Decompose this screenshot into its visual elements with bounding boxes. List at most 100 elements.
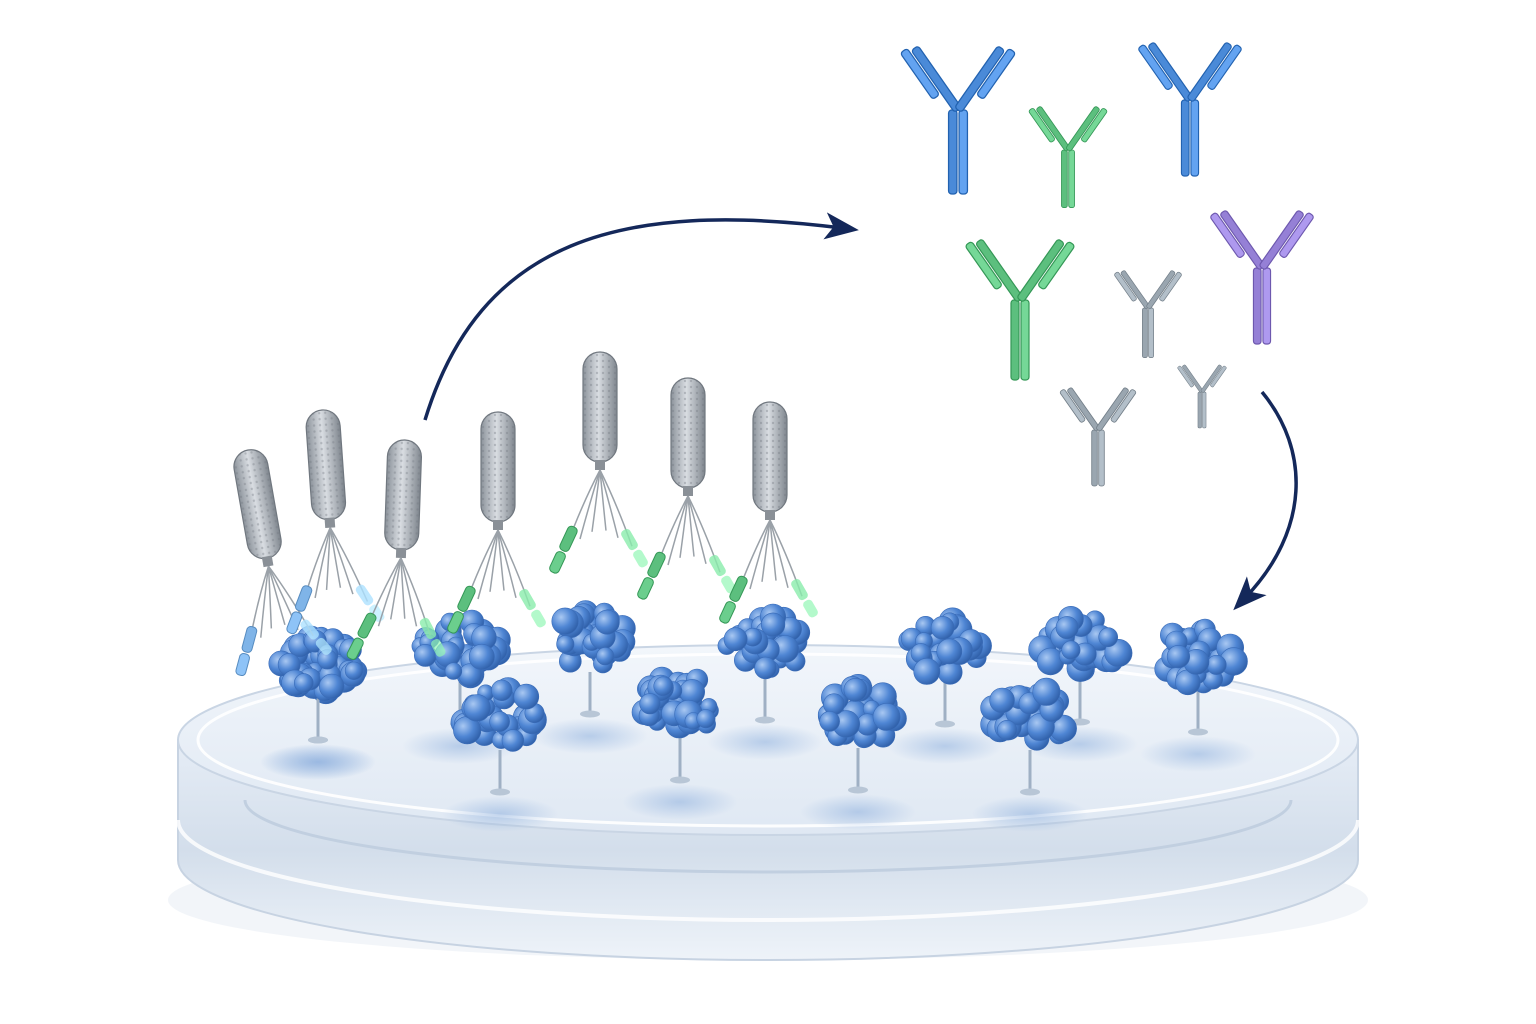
antibody-heavy-chain bbox=[947, 109, 958, 195]
phage-capsid-texture bbox=[671, 378, 705, 488]
antibody-arm bbox=[1114, 270, 1150, 310]
antigen bbox=[450, 677, 547, 796]
phage-tail-fiber bbox=[761, 519, 771, 582]
phage-tail-fiber bbox=[377, 557, 402, 627]
phage-neck bbox=[765, 510, 775, 520]
antigen-bead bbox=[843, 678, 868, 702]
antibody-green bbox=[1028, 106, 1108, 209]
antigen-reflection bbox=[800, 794, 916, 830]
antibody-arm-light bbox=[1114, 271, 1137, 302]
antigen-bead bbox=[468, 643, 495, 670]
fab-segment bbox=[447, 611, 464, 634]
fab-segment bbox=[294, 585, 313, 612]
fab-segment bbox=[637, 577, 654, 600]
antibody-arm bbox=[955, 46, 1016, 112]
antibody-arm bbox=[1138, 42, 1193, 102]
phage-neck bbox=[683, 486, 693, 496]
phage-tail-fiber bbox=[687, 495, 707, 564]
fab-segment bbox=[719, 601, 736, 624]
phage-tail-fiber bbox=[400, 557, 418, 627]
phage-tail-fiber bbox=[267, 566, 286, 626]
antigen-bead bbox=[489, 711, 510, 732]
fab-segment bbox=[729, 575, 748, 602]
antigen bbox=[268, 626, 366, 744]
antigen-bead bbox=[594, 609, 620, 635]
antibody-arm-heavy bbox=[955, 46, 1005, 112]
phage-neck bbox=[395, 547, 407, 559]
fab-segment bbox=[241, 625, 258, 653]
fab-segment bbox=[457, 585, 476, 612]
phage bbox=[346, 439, 446, 660]
antigen-bead bbox=[501, 729, 525, 752]
antibody-arm-light bbox=[1210, 365, 1227, 388]
antigen-bead bbox=[491, 679, 513, 701]
antibody-arm bbox=[1059, 387, 1100, 432]
antibody-arm-light bbox=[1138, 44, 1173, 90]
antigen-cluster bbox=[411, 609, 511, 689]
antibody-arm-light bbox=[1110, 389, 1137, 423]
antigen-bead bbox=[319, 673, 345, 700]
antigen-cluster bbox=[717, 603, 811, 680]
antigen-bead bbox=[989, 687, 1015, 714]
phage-neck bbox=[261, 555, 274, 568]
phage-capsid-texture bbox=[233, 449, 282, 559]
antibody-arm bbox=[1187, 42, 1242, 102]
phage-tail-fiber bbox=[687, 495, 695, 557]
phage-tail-fiber bbox=[591, 469, 601, 532]
antigen-bead bbox=[754, 656, 777, 680]
antibody-arm-heavy bbox=[1187, 42, 1232, 102]
antibody-arm-light bbox=[1038, 241, 1075, 290]
antibody-arm-heavy bbox=[1259, 210, 1304, 270]
antigen bbox=[817, 673, 907, 794]
antibody-arm-light bbox=[1207, 44, 1242, 90]
phage-tail-fiber bbox=[260, 566, 270, 638]
antibody-arm bbox=[1028, 106, 1070, 152]
antigen-bead bbox=[930, 615, 955, 640]
antibody-arm bbox=[1017, 239, 1075, 302]
phage-displayed-antibody bbox=[447, 585, 476, 634]
phage-tail-fiber bbox=[749, 519, 771, 590]
antigen-bead bbox=[1166, 644, 1190, 669]
antibody-heavy-chain bbox=[1262, 267, 1272, 345]
fab-segment bbox=[315, 637, 332, 655]
antibody-heavy-chain bbox=[1142, 307, 1148, 358]
antigen-cluster bbox=[898, 607, 992, 685]
antigen-bead bbox=[1032, 677, 1061, 706]
antigen-stem-base bbox=[1188, 728, 1208, 736]
fab-segment bbox=[431, 638, 446, 657]
antigen-stem-base bbox=[670, 776, 690, 784]
phage-capsid-texture bbox=[583, 352, 617, 462]
phage-capsid-texture bbox=[753, 402, 787, 512]
antibody-arm bbox=[900, 46, 961, 112]
antibody-arm bbox=[1177, 364, 1204, 393]
antibody-heavy-chain bbox=[1061, 149, 1068, 209]
antibody-arm bbox=[1200, 364, 1227, 393]
phage-tail-fiber bbox=[489, 529, 499, 592]
antibody-heavy-chain bbox=[1197, 391, 1202, 429]
phage bbox=[637, 377, 736, 600]
antibody-blue bbox=[1138, 42, 1242, 177]
antibody-arm-light bbox=[977, 48, 1016, 99]
antigen-cluster bbox=[1028, 606, 1133, 682]
antigen-cluster bbox=[450, 677, 547, 752]
antigen-stem-base bbox=[308, 736, 328, 744]
phage-tail-fiber bbox=[329, 527, 354, 595]
antigen-bead bbox=[696, 709, 716, 729]
antigen-stem-base bbox=[1020, 788, 1040, 796]
antibody-arm-light bbox=[965, 241, 1002, 290]
antigen-stem-base bbox=[580, 710, 600, 718]
antibody-arm-light bbox=[1081, 108, 1108, 143]
antibody-gray bbox=[1059, 387, 1137, 487]
antigen-bead bbox=[344, 661, 364, 680]
antibody-arm-light bbox=[1279, 212, 1314, 258]
antigen-stem-base bbox=[490, 788, 510, 796]
antibody-arm-light bbox=[1159, 271, 1182, 302]
antigen-reflection bbox=[442, 796, 558, 832]
phage-tail-fiber bbox=[400, 557, 406, 619]
phage bbox=[447, 411, 546, 634]
antibody-arm-heavy bbox=[1146, 270, 1176, 310]
antibody-arm-heavy bbox=[1017, 239, 1064, 302]
phage-displayed-antibody bbox=[519, 588, 546, 628]
antigen-cluster bbox=[551, 600, 636, 674]
antibody-arm-light bbox=[900, 48, 939, 99]
